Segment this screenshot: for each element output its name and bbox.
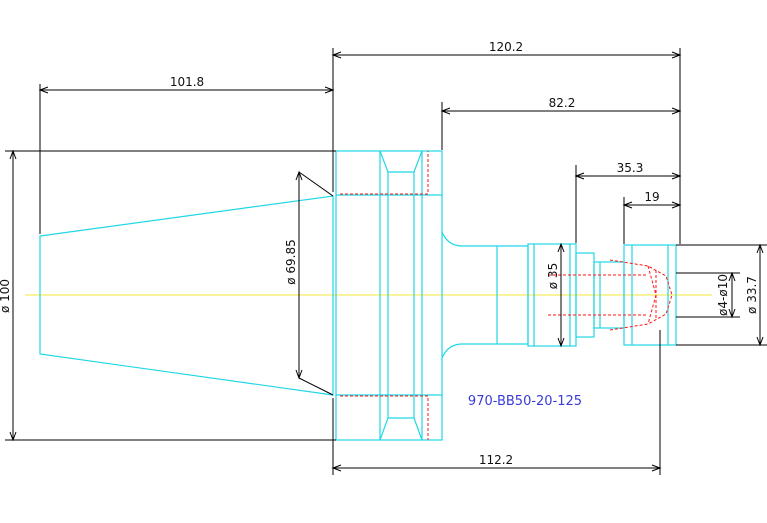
flange-to-end-label: 82.2 <box>549 96 576 110</box>
hidden-lines <box>340 151 673 440</box>
part-outline <box>39 150 677 441</box>
flange-diameter-label: ø 100 <box>0 279 12 313</box>
nut-step-label: 35.3 <box>617 161 644 175</box>
nut-diameter-label: ø 33.7 <box>745 276 759 314</box>
body-length-label: 112.2 <box>479 453 513 467</box>
part-number-label: 970-BB50-20-125 <box>468 394 582 409</box>
dimension-lines <box>5 48 767 475</box>
taper-length-label: 101.8 <box>170 75 204 89</box>
overall-length-label: 120.2 <box>489 40 523 54</box>
dimension-labels: 120.2 101.8 82.2 35.3 19 112.2 ø 100 ø 6… <box>0 40 759 467</box>
collet-range-label: ø4-ø10 <box>716 274 730 316</box>
taper-diameter-label: ø 69.85 <box>284 239 298 285</box>
nut-length-label: 19 <box>644 190 659 204</box>
shank-diameter-label: ø 35 <box>546 263 560 289</box>
